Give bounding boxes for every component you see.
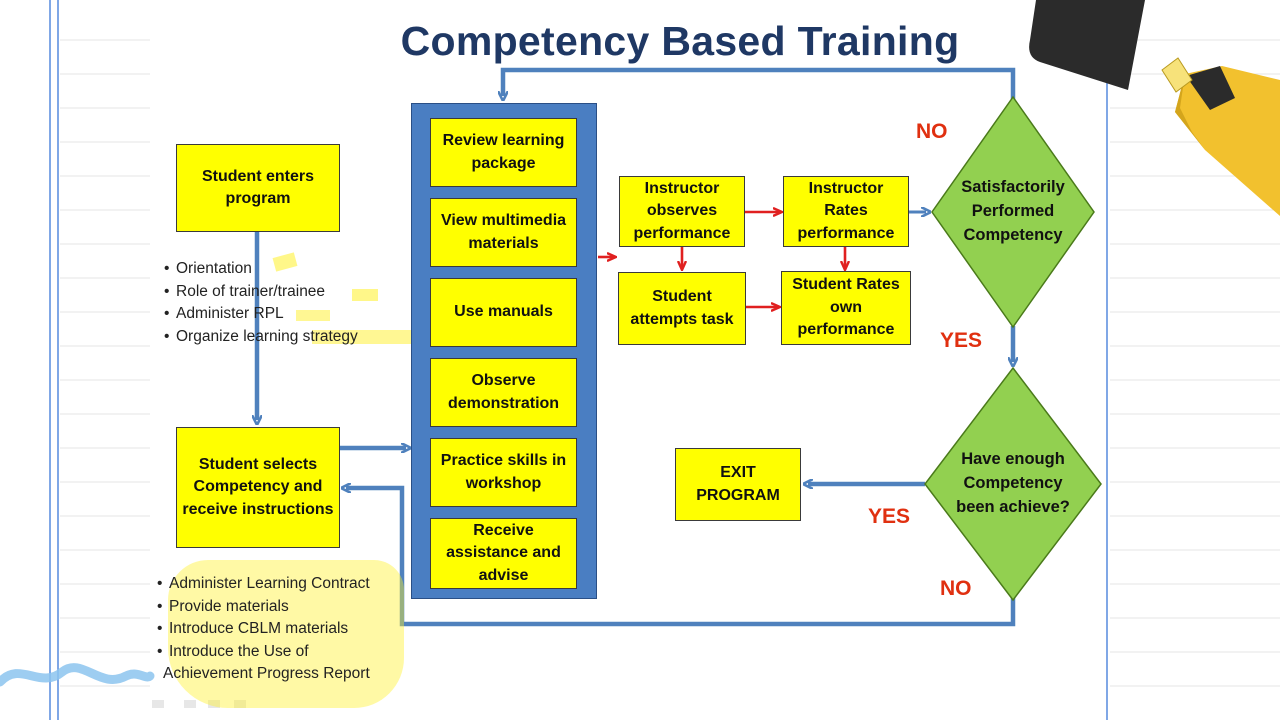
exit-program-box: EXIT PROGRAM [675, 448, 801, 521]
bullet-item: •Administer Learning Contract [157, 575, 370, 592]
stack-item-multimedia: View multimedia materials [430, 198, 577, 267]
student-selects-box: Student selects Competency and receive i… [176, 427, 340, 548]
highlight-scribble [168, 560, 404, 708]
label-yes-exit: YES [868, 505, 911, 528]
stack-item-practice: Practice skills in workshop [430, 438, 577, 507]
margin-lines [49, 0, 1108, 720]
label-no-bottom: NO [940, 577, 972, 600]
highlight-mark [352, 289, 378, 301]
decision-diamond-satisfactory [931, 95, 1095, 329]
arrow-bottom-loop [346, 488, 1016, 627]
faint-toolbar [152, 700, 246, 708]
bullets-top: •Orientation •Role of trainer/trainee •A… [164, 258, 358, 348]
bullet-item: Achievement Progress Report [163, 665, 370, 682]
arrow-no-loop [503, 67, 1016, 100]
stack-item-review: Review learning package [430, 118, 577, 187]
student-enters-box: Student enters program [176, 144, 340, 232]
decision-enough-text: Have enough Competency been achieve? [956, 450, 1070, 516]
bullet-item: •Role of trainer/trainee [164, 282, 326, 300]
stack-item-manuals: Use manuals [430, 278, 577, 347]
instructor-observes-box: Instructor observes performance [619, 176, 745, 247]
bullet-item: •Introduce CBLM materials [157, 620, 349, 637]
blue-scribble [0, 663, 155, 687]
decision-diamond-enough [924, 366, 1102, 602]
highlight-mark [296, 310, 330, 321]
label-yes-right: YES [940, 329, 983, 352]
bullet-item: •Administer RPL [164, 305, 284, 322]
bullet-item: •Orientation [164, 260, 252, 277]
marker-pen-icon [1029, 0, 1280, 216]
bullets-bottom: •Administer Learning Contract •Provide m… [157, 573, 370, 686]
student-attempts-box: Student attempts task [618, 272, 746, 345]
bullet-item: •Provide materials [157, 597, 289, 615]
label-no-top: NO [916, 120, 948, 143]
bullet-item: •Introduce the Use of [157, 642, 309, 660]
student-rates-own-box: Student Rates own performance [781, 271, 911, 345]
bullet-item: •Organize learning strategy [164, 327, 358, 345]
stack-item-demonstration: Observe demonstration [430, 358, 577, 427]
student-enters-text: Student enters program [201, 167, 314, 207]
stack-item-assistance: Receive assistance and advise [430, 518, 577, 589]
diagram-title: Competency Based Training [400, 18, 960, 64]
decision-satisfactory-text: Satisfactorily Performed Competency [961, 178, 1065, 244]
instructor-rates-box: Instructor Rates performance [783, 176, 909, 247]
student-selects-text: Student selects Competency and receive i… [182, 455, 334, 518]
highlight-mark [312, 330, 432, 344]
